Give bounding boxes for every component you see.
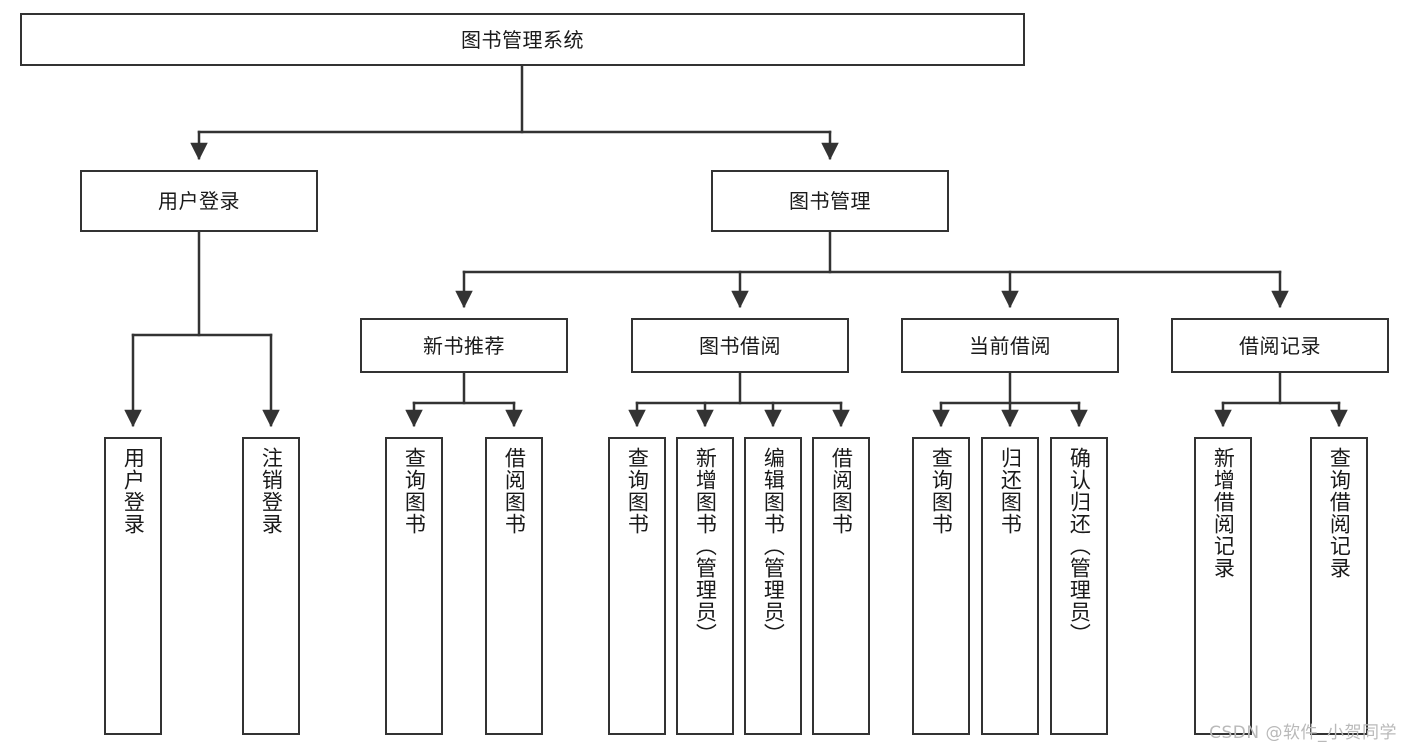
leaf-book-borrow-borrow-book[interactable]: 借阅图书	[812, 437, 870, 735]
leaf-current-borrow-confirm-return-admin[interactable]: 确认归还（管理员）	[1050, 437, 1108, 735]
node-label: 图书借阅	[699, 333, 781, 358]
leaf-new-book-query-book[interactable]: 查询图书	[385, 437, 443, 735]
node-label: 查询图书	[929, 447, 954, 535]
node-label: 借阅图书	[829, 447, 854, 535]
node-current-borrow[interactable]: 当前借阅	[901, 318, 1119, 373]
leaf-user-login-login[interactable]: 用户登录	[104, 437, 162, 735]
node-book-borrow[interactable]: 图书借阅	[631, 318, 849, 373]
leaf-user-login-logout[interactable]: 注销登录	[242, 437, 300, 735]
node-label: 注销登录	[259, 447, 284, 535]
node-label: 新增图书（管理员）	[693, 447, 718, 645]
node-book-management[interactable]: 图书管理	[711, 170, 949, 232]
node-label: 编辑图书（管理员）	[761, 447, 786, 645]
leaf-borrow-record-add-record[interactable]: 新增借阅记录	[1194, 437, 1252, 735]
node-label: 图书管理	[789, 189, 871, 213]
node-label: 确认归还（管理员）	[1067, 447, 1092, 645]
node-label: 图书管理系统	[461, 27, 584, 52]
leaf-current-borrow-query-book[interactable]: 查询图书	[912, 437, 970, 735]
leaf-borrow-record-query-record[interactable]: 查询借阅记录	[1310, 437, 1368, 735]
node-label: 新书推荐	[423, 333, 505, 358]
leaf-new-book-borrow-book[interactable]: 借阅图书	[485, 437, 543, 735]
node-label: 借阅图书	[502, 447, 527, 535]
node-new-book-recommend[interactable]: 新书推荐	[360, 318, 568, 373]
node-label: 当前借阅	[969, 333, 1051, 358]
node-borrow-record[interactable]: 借阅记录	[1171, 318, 1389, 373]
node-label: 查询图书	[402, 447, 427, 535]
leaf-book-borrow-query-book[interactable]: 查询图书	[608, 437, 666, 735]
leaf-book-borrow-edit-book-admin[interactable]: 编辑图书（管理员）	[744, 437, 802, 735]
node-label: 新增借阅记录	[1211, 447, 1236, 579]
node-label: 归还图书	[998, 447, 1023, 535]
node-label: 查询图书	[625, 447, 650, 535]
node-label: 用户登录	[121, 447, 146, 535]
leaf-book-borrow-add-book-admin[interactable]: 新增图书（管理员）	[676, 437, 734, 735]
node-root-book-management-system[interactable]: 图书管理系统	[20, 13, 1025, 66]
node-label: 用户登录	[158, 189, 240, 213]
node-label: 借阅记录	[1239, 333, 1321, 358]
leaf-current-borrow-return-book[interactable]: 归还图书	[981, 437, 1039, 735]
node-user-login[interactable]: 用户登录	[80, 170, 318, 232]
node-label: 查询借阅记录	[1327, 447, 1352, 579]
